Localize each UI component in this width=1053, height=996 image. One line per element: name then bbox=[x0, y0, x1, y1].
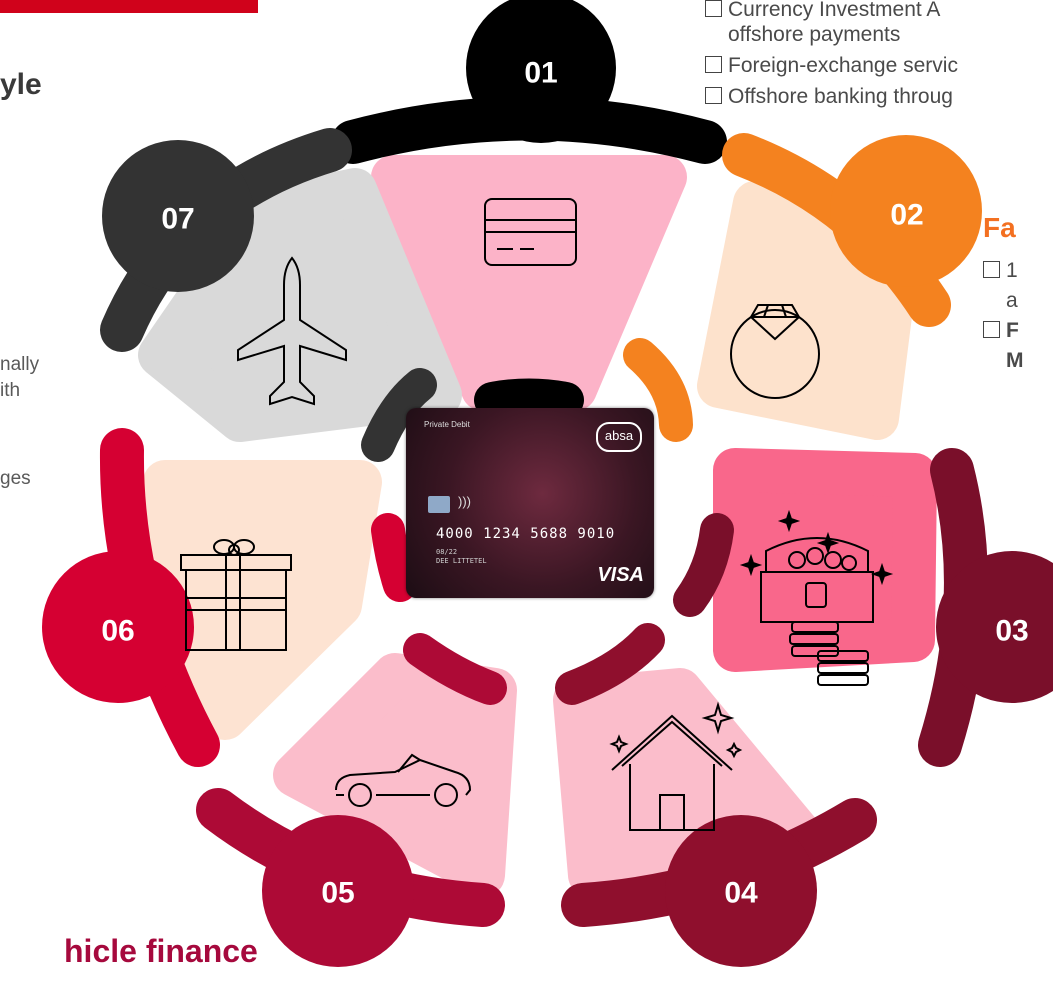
offshore-services-list: Currency Investment A offshore payments … bbox=[705, 0, 958, 109]
segment-04-inner-arc bbox=[555, 623, 665, 705]
segment-03-inner-arc bbox=[673, 513, 734, 617]
segment-06-number-badge bbox=[42, 551, 194, 703]
segment-03: 03 bbox=[673, 448, 1053, 767]
segment-02-number-badge bbox=[830, 135, 982, 287]
segment-05-inner-arc bbox=[403, 633, 507, 705]
checkbox-icon bbox=[705, 0, 722, 17]
segment-01-number: 01 bbox=[524, 57, 557, 90]
family-heading-fragment: Fa bbox=[983, 212, 1016, 243]
debit-card-image: Private Debit absa ))) 4000 1234 5688 90… bbox=[406, 408, 654, 598]
segment-06-inner-arc bbox=[371, 513, 417, 602]
house-icon bbox=[609, 701, 743, 831]
segment-05-number: 05 bbox=[321, 877, 354, 910]
segment-02-number: 02 bbox=[890, 199, 923, 232]
card-chip-icon bbox=[428, 496, 450, 513]
list-item: offshore payments bbox=[728, 23, 901, 46]
diamond-ring-icon bbox=[730, 304, 820, 399]
checkbox-icon bbox=[983, 261, 1000, 278]
segment-06-number: 06 bbox=[101, 615, 134, 648]
checkbox-icon bbox=[983, 321, 1000, 338]
segment-04: 04 bbox=[553, 623, 877, 967]
visa-logo: VISA bbox=[597, 564, 644, 586]
segment-05: 05 bbox=[196, 633, 517, 967]
segment-04-number-badge bbox=[665, 815, 817, 967]
card-expiry: 08/22 bbox=[436, 548, 458, 556]
vehicle-finance-heading: hicle finance bbox=[64, 933, 258, 969]
segment-01: 01 bbox=[331, 0, 727, 418]
left-text-fragment-1: nally bbox=[0, 354, 40, 375]
family-list: 1 a F M bbox=[983, 256, 1024, 376]
segment-05-number-badge bbox=[262, 815, 414, 967]
left-text-fragment-3: ges bbox=[0, 468, 31, 489]
list-item: Currency Investment A bbox=[705, 0, 958, 22]
card-holder: DEE LITTETEL bbox=[436, 557, 487, 565]
segment-02-inner-arc bbox=[623, 338, 693, 442]
treasure-chest-icon bbox=[739, 509, 894, 686]
list-item: M bbox=[1006, 349, 1024, 372]
segment-03-number: 03 bbox=[995, 615, 1028, 648]
segment-01-inner-arc bbox=[474, 378, 584, 418]
checkbox-icon bbox=[705, 87, 722, 104]
list-item: 1 bbox=[983, 256, 1024, 286]
list-item: F bbox=[983, 316, 1024, 346]
list-item: Foreign-exchange servic bbox=[705, 53, 958, 78]
lifestyle-heading-fragment: yle bbox=[0, 68, 42, 101]
absa-logo: absa bbox=[596, 422, 642, 452]
segment-07: 07 bbox=[100, 128, 462, 462]
segment-07-number: 07 bbox=[161, 203, 194, 236]
card-label: Private Debit bbox=[424, 420, 470, 429]
left-text-fragment-2: ith bbox=[0, 380, 21, 401]
airplane-icon bbox=[237, 256, 347, 406]
convertible-car-icon bbox=[335, 753, 472, 807]
segment-06: 06 bbox=[42, 428, 417, 767]
segment-03-number-badge bbox=[936, 551, 1053, 703]
segment-07-number-badge bbox=[102, 140, 254, 292]
contactless-icon: ))) bbox=[458, 494, 471, 509]
segment-04-number: 04 bbox=[724, 877, 758, 910]
segment-01-number-badge bbox=[466, 0, 616, 143]
segment-02: 02 bbox=[623, 133, 982, 442]
checkbox-icon bbox=[705, 56, 722, 73]
credit-card-icon bbox=[484, 198, 577, 266]
segment-07-inner-arc bbox=[361, 368, 437, 462]
list-item: Offshore banking throug bbox=[705, 84, 958, 109]
card-number: 4000 1234 5688 9010 bbox=[436, 526, 616, 542]
list-item: a bbox=[1006, 289, 1018, 312]
gift-box-icon bbox=[180, 539, 292, 651]
card-details: 08/22 DEE LITTETEL bbox=[436, 548, 487, 566]
header-accent-bar bbox=[0, 0, 258, 13]
